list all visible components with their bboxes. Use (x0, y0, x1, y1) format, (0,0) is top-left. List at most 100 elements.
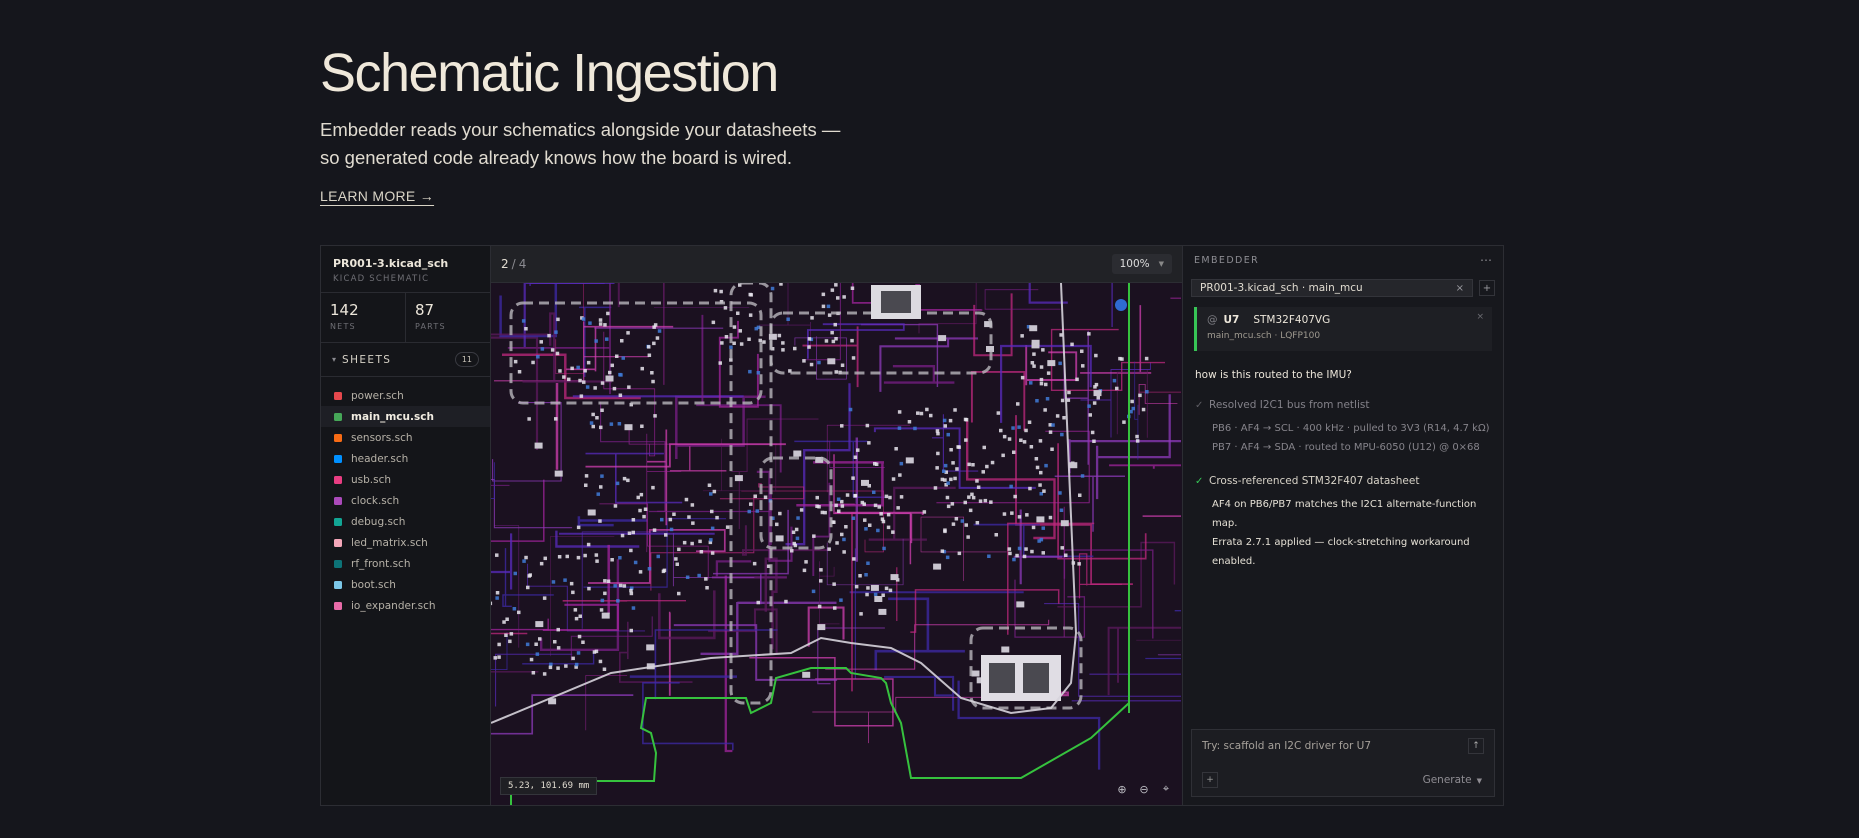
sheets-header[interactable]: ▾ SHEETS 11 (321, 343, 490, 377)
step-header: ✓ Cross-referenced STM32F407 datasheet (1195, 475, 1491, 487)
context-row: PR001-3.kicad_sch · main_mcu × + (1183, 274, 1503, 302)
step-header: ✓ Resolved I2C1 bus from netlist (1195, 399, 1491, 411)
attach-button[interactable]: + (1202, 772, 1218, 788)
cursor-coordinates: 5.23, 101.69 mm (500, 777, 598, 795)
sheet-name: rf_front.sch (351, 557, 411, 570)
sheet-item[interactable]: header.sch (321, 448, 490, 469)
sheet-item[interactable]: usb.sch (321, 469, 490, 490)
total-pages: 4 (518, 257, 527, 271)
sheet-name: debug.sch (351, 515, 406, 528)
generate-button[interactable]: Generate ▼ (1423, 774, 1482, 786)
sheet-list: power.sch main_mcu.sch sensors.sch header.s… (321, 377, 490, 616)
sheet-item[interactable]: io_expander.sch (321, 595, 490, 616)
reasoning-step: ✓ Resolved I2C1 bus from netlist PB6 · A… (1183, 399, 1503, 457)
page-title: Schematic Ingestion (320, 43, 779, 103)
context-label: PR001-3.kicad_sch · main_mcu (1200, 282, 1363, 294)
component-ref: U7 (1223, 314, 1240, 326)
sheet-name: boot.sch (351, 578, 396, 591)
sheet-item[interactable]: led_matrix.sch (321, 532, 490, 553)
parts-label: PARTS (415, 322, 446, 331)
component-part: STM32F407VG (1253, 314, 1331, 326)
nets-value: 142 (330, 301, 359, 319)
file-info: PR001-3.kicad_sch KICAD SCHEMATIC (321, 246, 490, 293)
fit-icon[interactable]: ⌖ (1162, 782, 1170, 795)
app-window: PR001-3.kicad_sch KICAD SCHEMATIC 142 NE… (320, 245, 1504, 806)
step-detail-line: PB7 · AF4 → SDA · routed to MPU-6050 (U1… (1212, 442, 1480, 453)
sheet-color-swatch (334, 391, 342, 400)
page-subtitle: Embedder reads your schematics alongside… (320, 116, 880, 172)
sheet-name: power.sch (351, 389, 404, 402)
sheet-name: sensors.sch (351, 431, 413, 444)
sheet-item[interactable]: boot.sch (321, 574, 490, 595)
step-detail-line: AF4 on PB6/PB7 matches the I2C1 alternat… (1212, 499, 1477, 529)
chevron-down-icon: ▼ (1158, 260, 1164, 268)
sheets-title: SHEETS (342, 353, 392, 366)
step-detail-line: PB6 · AF4 → SCL · 400 kHz · pulled to 3V… (1212, 423, 1490, 434)
sheet-color-swatch (334, 601, 342, 610)
step-details: AF4 on PB6/PB7 matches the I2C1 alternat… (1195, 495, 1491, 571)
file-sidebar: PR001-3.kicad_sch KICAD SCHEMATIC 142 NE… (321, 246, 491, 805)
close-icon[interactable]: × (1455, 282, 1464, 294)
sheet-item[interactable]: debug.sch (321, 511, 490, 532)
sheet-color-swatch (334, 433, 342, 442)
file-type: KICAD SCHEMATIC (333, 274, 430, 284)
sheet-name: io_expander.sch (351, 599, 436, 612)
page-indicator: 2/4 (501, 257, 527, 271)
step-details: PB6 · AF4 → SCL · 400 kHz · pulled to 3V… (1195, 419, 1491, 457)
sheet-item[interactable]: main_mcu.sch (321, 406, 490, 427)
nets-stat: 142 NETS (321, 293, 405, 342)
embedder-header: EMBEDDER ⋯ (1183, 246, 1503, 274)
sheet-name: clock.sch (351, 494, 400, 507)
sheet-item[interactable]: clock.sch (321, 490, 490, 511)
user-question: how is this routed to the IMU? (1195, 369, 1352, 381)
component-sheet: main_mcu.sch · LQFP100 (1207, 331, 1321, 341)
zoom-in-icon[interactable]: ⊕ (1117, 782, 1127, 796)
prompt-input[interactable]: Try: scaffold an I2C driver for U7 (1202, 740, 1372, 752)
sheet-color-swatch (334, 559, 342, 568)
viewer-toolbar: 2/4 100% ▼ (491, 246, 1182, 283)
file-name: PR001-3.kicad_sch (333, 257, 449, 270)
embedder-title: EMBEDDER (1194, 254, 1260, 266)
chevron-down-icon: ▼ (1476, 777, 1482, 785)
step-detail-line: Errata 2.7.1 applied — clock-stretching … (1212, 537, 1470, 567)
sheet-name: usb.sch (351, 473, 392, 486)
subtitle-line-1: Embedder reads your schematics alongside… (320, 119, 841, 140)
zoom-value: 100% (1119, 258, 1150, 270)
hero: Schematic Ingestion Embedder reads your … (320, 38, 880, 172)
zoom-tools: ⊕ ⊖ ⌖ (1114, 781, 1174, 797)
sheet-color-swatch (334, 496, 342, 505)
check-icon: ✓ (1195, 475, 1204, 487)
close-icon[interactable]: × (1476, 312, 1484, 322)
zoom-out-icon[interactable]: ⊖ (1139, 782, 1149, 796)
reasoning-step: ✓ Cross-referenced STM32F407 datasheet A… (1183, 475, 1503, 571)
sheet-name: led_matrix.sch (351, 536, 428, 549)
sheet-item[interactable]: sensors.sch (321, 427, 490, 448)
embedder-panel: EMBEDDER ⋯ PR001-3.kicad_sch · main_mcu … (1183, 246, 1503, 805)
sheet-color-swatch (334, 580, 342, 589)
chevron-down-icon[interactable]: ▾ (332, 355, 337, 364)
sheet-item[interactable]: rf_front.sch (321, 553, 490, 574)
context-tag[interactable]: PR001-3.kicad_sch · main_mcu × (1191, 279, 1473, 297)
generate-label: Generate (1422, 774, 1472, 786)
parts-stat: 87 PARTS (405, 293, 490, 342)
send-icon[interactable]: ↑ (1468, 738, 1484, 754)
nets-label: NETS (330, 322, 356, 331)
sheet-color-swatch (334, 412, 342, 421)
subtitle-line-2: so generated code already knows how the … (320, 147, 793, 168)
schematic-viewer: 2/4 100% ▼ 5.23, 101.69 mm ⊕ ⊖ ⌖ (491, 246, 1183, 805)
sheet-color-swatch (334, 475, 342, 484)
pcb-render (491, 283, 1181, 805)
parts-value: 87 (415, 301, 435, 319)
more-options-icon[interactable]: ⋯ (1480, 253, 1492, 267)
add-context-button[interactable]: + (1479, 280, 1495, 296)
zoom-select[interactable]: 100% ▼ (1111, 254, 1172, 274)
prompt-composer: Try: scaffold an I2C driver for U7 ↑ + G… (1191, 729, 1495, 797)
sheet-name: main_mcu.sch (351, 410, 434, 423)
current-page: 2 (501, 257, 509, 271)
schematic-canvas[interactable]: 5.23, 101.69 mm ⊕ ⊖ ⌖ (491, 283, 1182, 805)
learn-more-link[interactable]: LEARN MORE → (320, 188, 435, 204)
sheet-item[interactable]: power.sch (321, 385, 490, 406)
file-stats: 142 NETS 87 PARTS (321, 293, 490, 343)
